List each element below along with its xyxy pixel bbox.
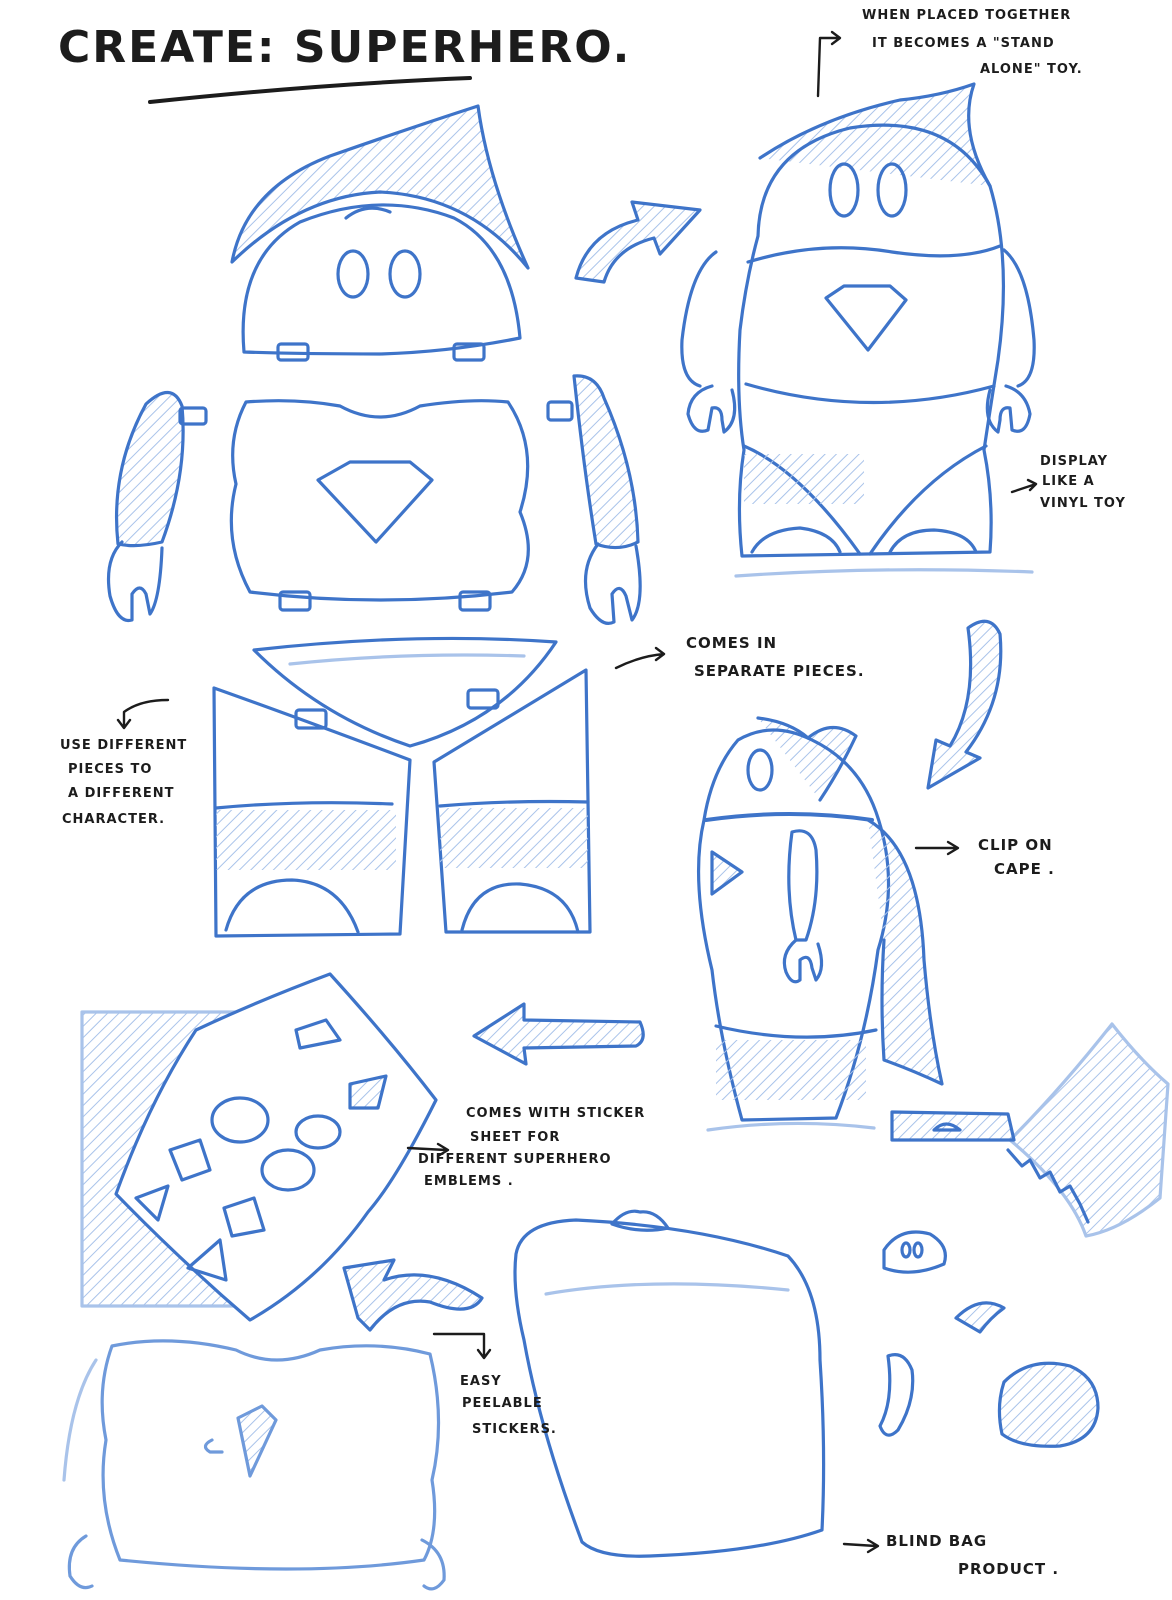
cape-figure [696,716,944,1132]
note-display-3: VINYL TOY [1040,496,1126,511]
page-title: CREATE: SUPERHERO. [58,22,632,73]
torn-packet [878,1022,1170,1448]
note-peelable-2: PEELABLE [462,1396,543,1411]
note-arrow-icon [842,1538,880,1554]
note-sticker-3: DIFFERENT SUPERHERO [418,1152,612,1167]
note-arrow-icon [614,646,666,670]
note-arrow-icon [914,840,960,856]
sticker-sheet-paper [114,972,438,1322]
exploded-hat [230,104,530,270]
assembled-body [737,123,1006,558]
blind-bag [513,1209,826,1558]
down-arrow-icon [926,619,1003,790]
assembled-figure [680,82,1036,578]
peelable-torso [62,1339,446,1591]
exploded-head [241,203,522,356]
note-separate-1: COMES IN [686,634,778,652]
exploded-pelvis [252,636,558,748]
cape-cloak [866,818,944,1086]
note-different-2: PIECES TO [68,762,153,777]
note-peelable-3: STICKERS. [472,1422,557,1437]
note-arrow-icon [1010,478,1038,494]
note-clip-cape-1: CLIP ON [978,836,1053,854]
note-different-3: A DIFFERENT [68,786,175,801]
exploded-torso [229,399,530,602]
exploded-eye-right [388,249,422,299]
note-arrow-icon [406,1142,450,1158]
note-blind-bag-2: PRODUCT . [958,1560,1060,1578]
note-stand-alone-3: ALONE" TOY. [980,62,1083,77]
note-peelable-1: EASY [460,1374,502,1389]
note-different-4: CHARACTER. [62,812,166,827]
note-sticker-1: COMES WITH STICKER [466,1106,646,1121]
note-different-1: USE DIFFERENT [60,738,188,753]
assembled-eye-right [876,162,908,218]
note-stand-alone-1: WHEN PLACED TOGETHER [862,8,1072,23]
exploded-arm-left [114,390,185,548]
note-separate-2: SEPARATE PIECES. [694,662,865,680]
exploded-figure [106,104,642,938]
note-display-1: DISPLAY [1040,454,1109,469]
note-display-2: LIKE A [1042,474,1095,489]
note-sticker-2: SHEET FOR [470,1130,561,1145]
sticker-arrow-icon [342,1258,484,1332]
left-arrow-icon [472,1002,645,1066]
note-blind-bag-1: BLIND BAG [886,1532,988,1550]
assembled-emblem [824,284,908,352]
sticker-sheet [80,972,438,1322]
exploded-emblem [316,460,434,544]
exploded-leg-right [432,668,592,934]
note-clip-cape-2: CAPE . [994,860,1055,878]
assemble-arrow-icon [574,200,702,284]
exploded-eye-left [336,249,370,299]
note-arrow-icon [432,1332,492,1360]
blind-bag-outline [513,1218,826,1558]
note-arrow-icon [116,698,170,730]
assembled-eye-left [828,162,860,218]
title-underline [148,76,472,104]
note-stand-alone-2: IT BECOMES A "STAND [872,36,1055,51]
note-sticker-4: EMBLEMS . [424,1174,514,1189]
note-arrow-icon [816,30,842,98]
exploded-leg-left [212,686,412,938]
exploded-arm-right [572,374,640,550]
